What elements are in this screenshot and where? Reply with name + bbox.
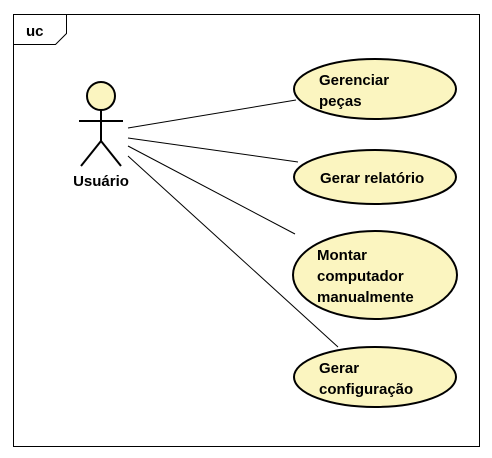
use-case-ellipse bbox=[292, 230, 458, 320]
use-case-label-line: Gerenciar bbox=[319, 72, 389, 89]
use-case-ellipse bbox=[293, 346, 457, 408]
use-case-label: Gerar configuração bbox=[319, 360, 413, 398]
use-case-label-line: manualmente bbox=[317, 289, 414, 306]
use-case-montar-computador[interactable]: Montar computador manualmente bbox=[292, 230, 458, 320]
association-montar-computador bbox=[127, 145, 296, 235]
actor-usuario[interactable]: Usuário bbox=[73, 81, 129, 190]
use-case-ellipse bbox=[293, 58, 457, 120]
actor-label: Usuário bbox=[73, 173, 129, 190]
association-gerar-relatorio bbox=[127, 137, 299, 163]
actor-left-leg bbox=[80, 140, 102, 167]
use-case-label-line: computador bbox=[317, 268, 404, 285]
use-case-label-line: Gerar bbox=[319, 360, 359, 377]
use-case-gerar-relatorio[interactable]: Gerar relatório bbox=[293, 149, 457, 205]
use-case-ellipse bbox=[293, 149, 457, 205]
use-case-label-line: Gerar relatório bbox=[320, 170, 424, 187]
frame-label: uc bbox=[26, 23, 44, 40]
associations bbox=[127, 99, 339, 348]
association-gerar-configuracao bbox=[127, 155, 339, 348]
use-case-label: Gerar relatório bbox=[320, 170, 424, 187]
use-case-label-line: configuração bbox=[319, 381, 413, 398]
frame-tab bbox=[13, 14, 67, 45]
actor-right-leg bbox=[100, 140, 122, 167]
use-case-label: Gerenciar peças bbox=[319, 72, 393, 110]
use-case-gerenciar-pecas[interactable]: Gerenciar peças bbox=[293, 58, 457, 120]
use-case-label-line: peças bbox=[319, 93, 362, 110]
association-gerenciar-pecas bbox=[127, 99, 297, 129]
actor-head bbox=[86, 81, 116, 111]
use-case-label-line: Montar bbox=[317, 247, 367, 264]
use-case-label: Montar computador manualmente bbox=[317, 247, 414, 306]
use-case-gerar-configuracao[interactable]: Gerar configuração bbox=[293, 346, 457, 408]
